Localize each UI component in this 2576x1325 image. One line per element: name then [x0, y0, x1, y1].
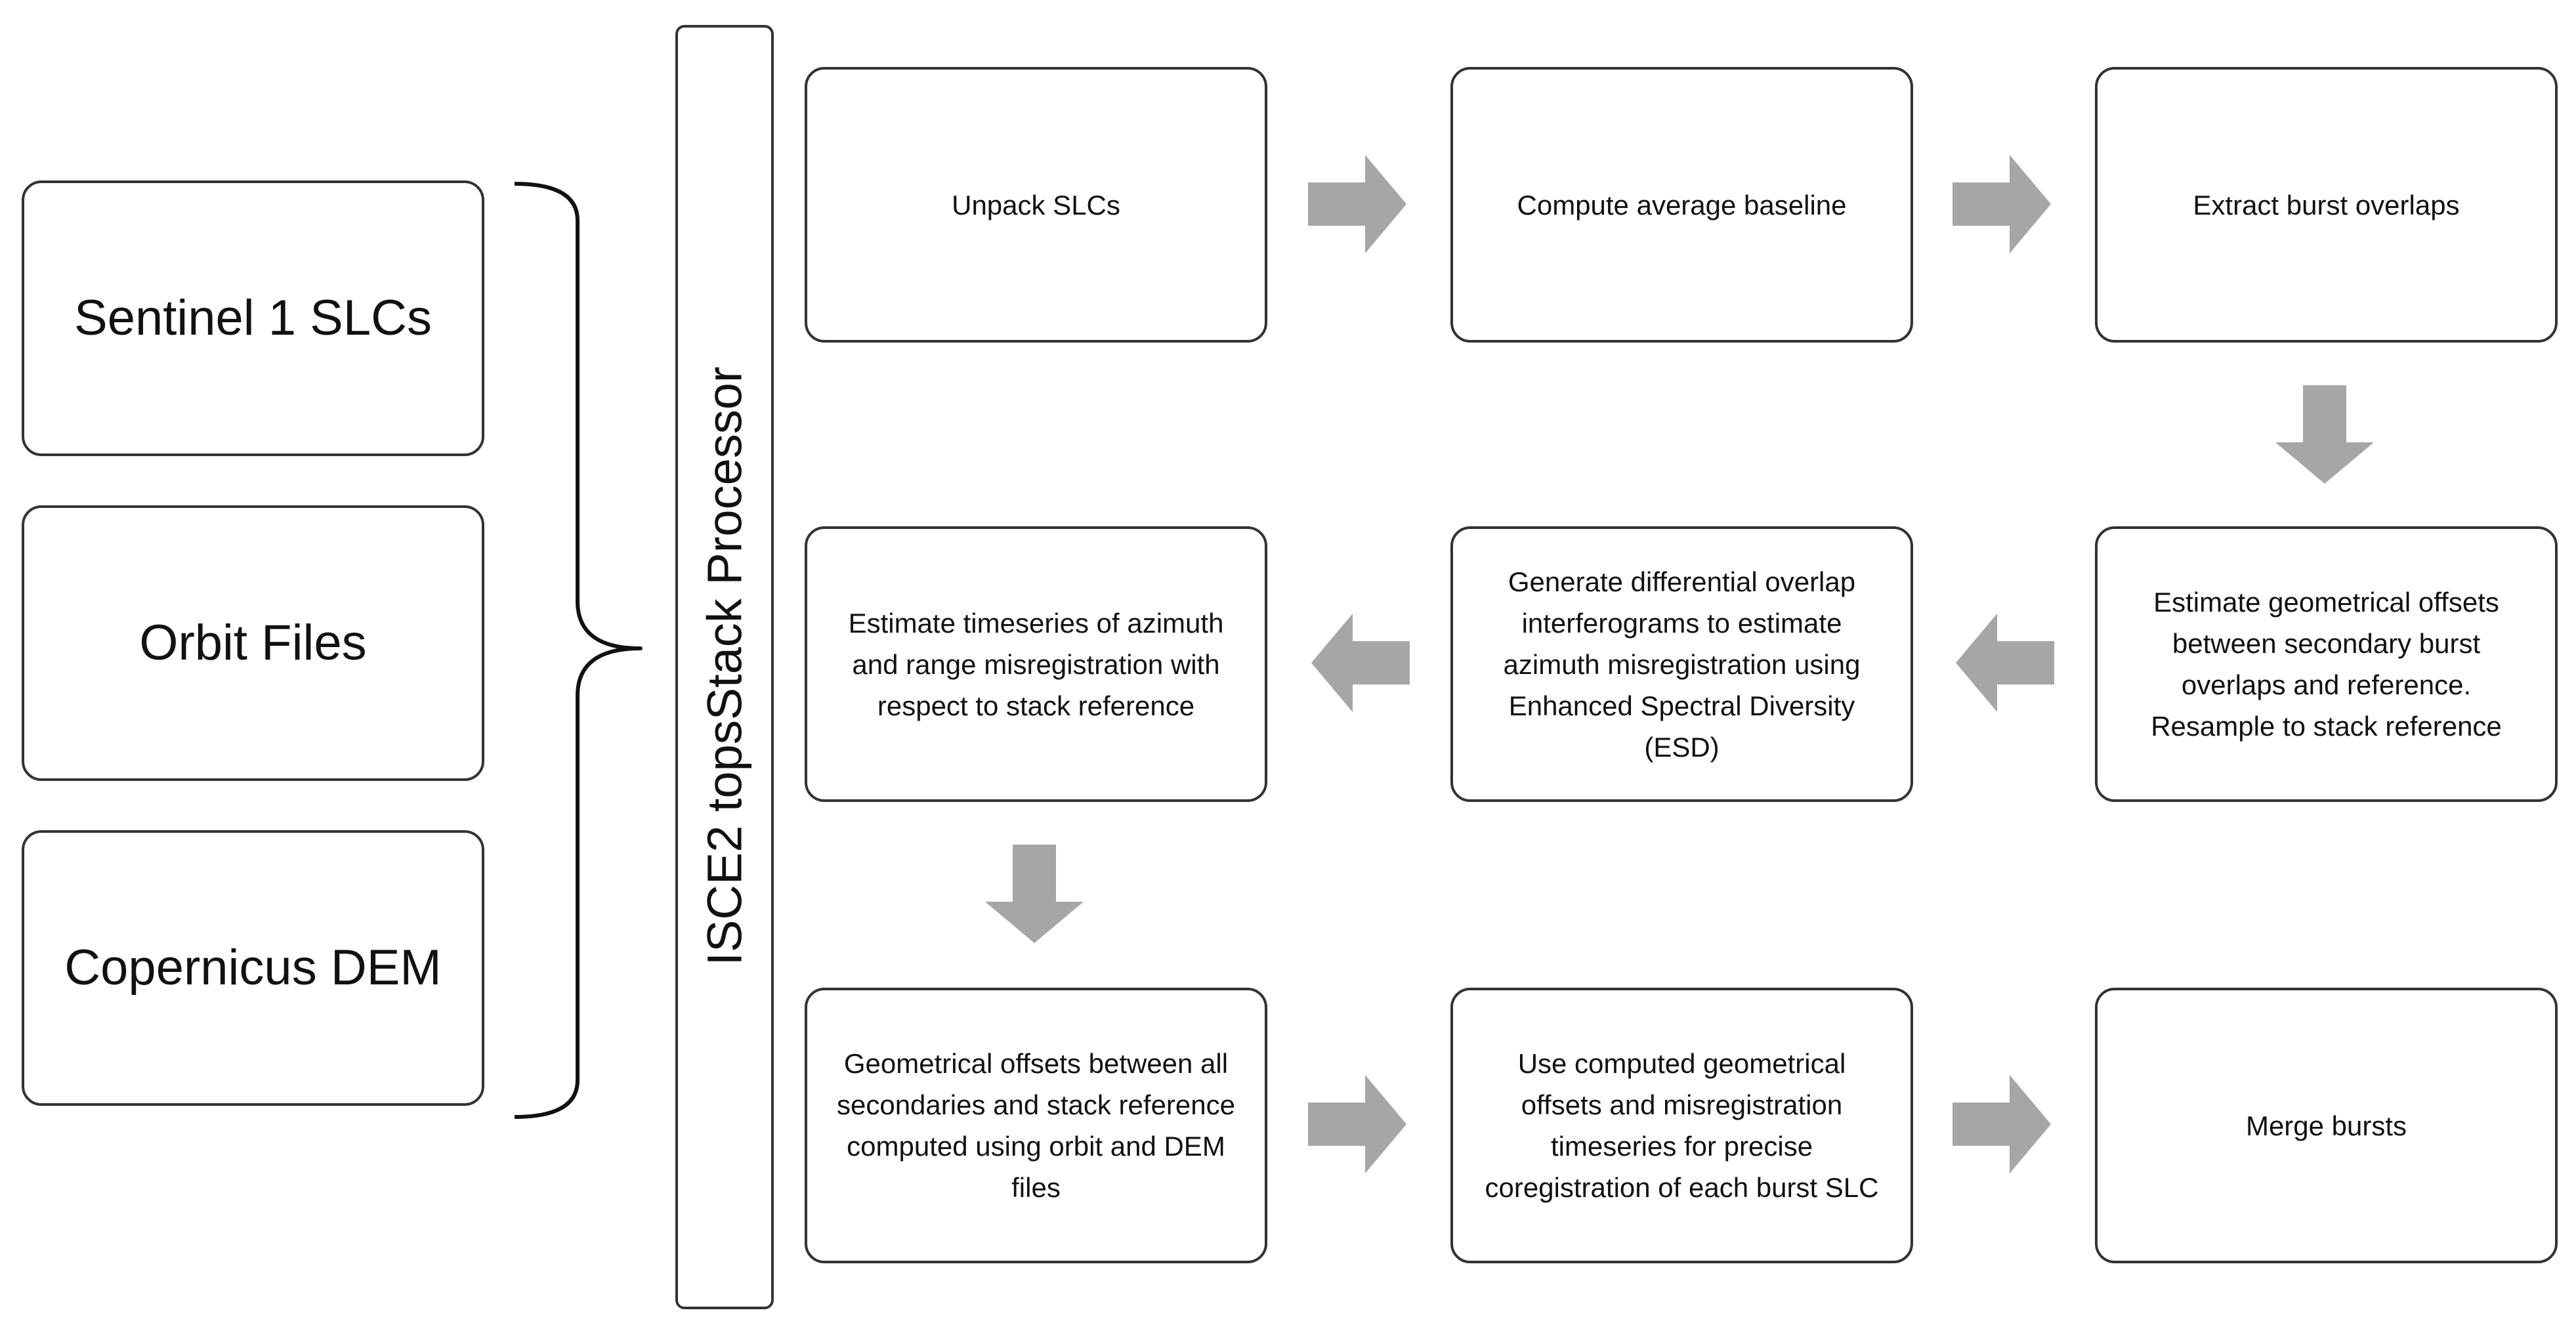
input-orbit-files: Orbit Files	[22, 505, 484, 781]
step-coregistration-label: Use computed geometrical offsets and mis…	[1485, 1048, 1879, 1203]
brace-path	[514, 182, 643, 1119]
step-unpack-label: Unpack SLCs	[952, 189, 1120, 221]
step-timeseries-label: Estimate timeseries of azimuth and range…	[848, 607, 1224, 721]
step-compute-baseline: Compute average baseline	[1450, 67, 1913, 343]
step-estimate-offsets-label: Estimate geometrical offsets between sec…	[2151, 587, 2502, 742]
arrow-down-icon	[2275, 385, 2374, 484]
step-overlaps-label: Extract burst overlaps	[2193, 189, 2460, 221]
step-extract-overlaps: Extract burst overlaps	[2095, 67, 2558, 343]
step-geometrical-offsets: Geometrical offsets between all secondar…	[805, 988, 1267, 1263]
input-dem-label: Copernicus DEM	[64, 940, 442, 996]
step-merge-bursts: Merge bursts	[2095, 988, 2558, 1263]
step-esd-label: Generate differential overlap interferog…	[1503, 566, 1861, 763]
arrow-left-icon	[1956, 614, 2054, 712]
step-merge-label: Merge bursts	[2245, 1110, 2407, 1141]
processor-box	[675, 25, 774, 1309]
step-generate-esd: Generate differential overlap interferog…	[1450, 526, 1913, 802]
step-baseline-label: Compute average baseline	[1517, 189, 1847, 221]
input-copernicus-dem: Copernicus DEM	[22, 830, 484, 1106]
step-coregistration: Use computed geometrical offsets and mis…	[1450, 988, 1913, 1263]
arrow-right-icon	[1953, 1075, 2051, 1173]
arrow-right-icon	[1308, 155, 1406, 253]
processor-label: ISCE2 topsStack Processor	[697, 366, 752, 966]
arrow-right-icon	[1308, 1075, 1406, 1173]
arrow-right-icon	[1953, 155, 2051, 253]
arrow-down-icon	[985, 845, 1084, 943]
step-estimate-offsets: Estimate geometrical offsets between sec…	[2095, 526, 2558, 802]
input-sentinel-label: Sentinel 1 SLCs	[74, 290, 432, 347]
input-sentinel-slcs: Sentinel 1 SLCs	[22, 180, 484, 456]
arrow-left-icon	[1311, 614, 1410, 712]
input-orbit-label: Orbit Files	[139, 615, 367, 671]
inputs-brace	[512, 181, 656, 1120]
step-unpack-slcs: Unpack SLCs	[805, 67, 1267, 343]
step-estimate-timeseries: Estimate timeseries of azimuth and range…	[805, 526, 1267, 802]
step-geometrical-label: Geometrical offsets between all secondar…	[836, 1048, 1235, 1203]
